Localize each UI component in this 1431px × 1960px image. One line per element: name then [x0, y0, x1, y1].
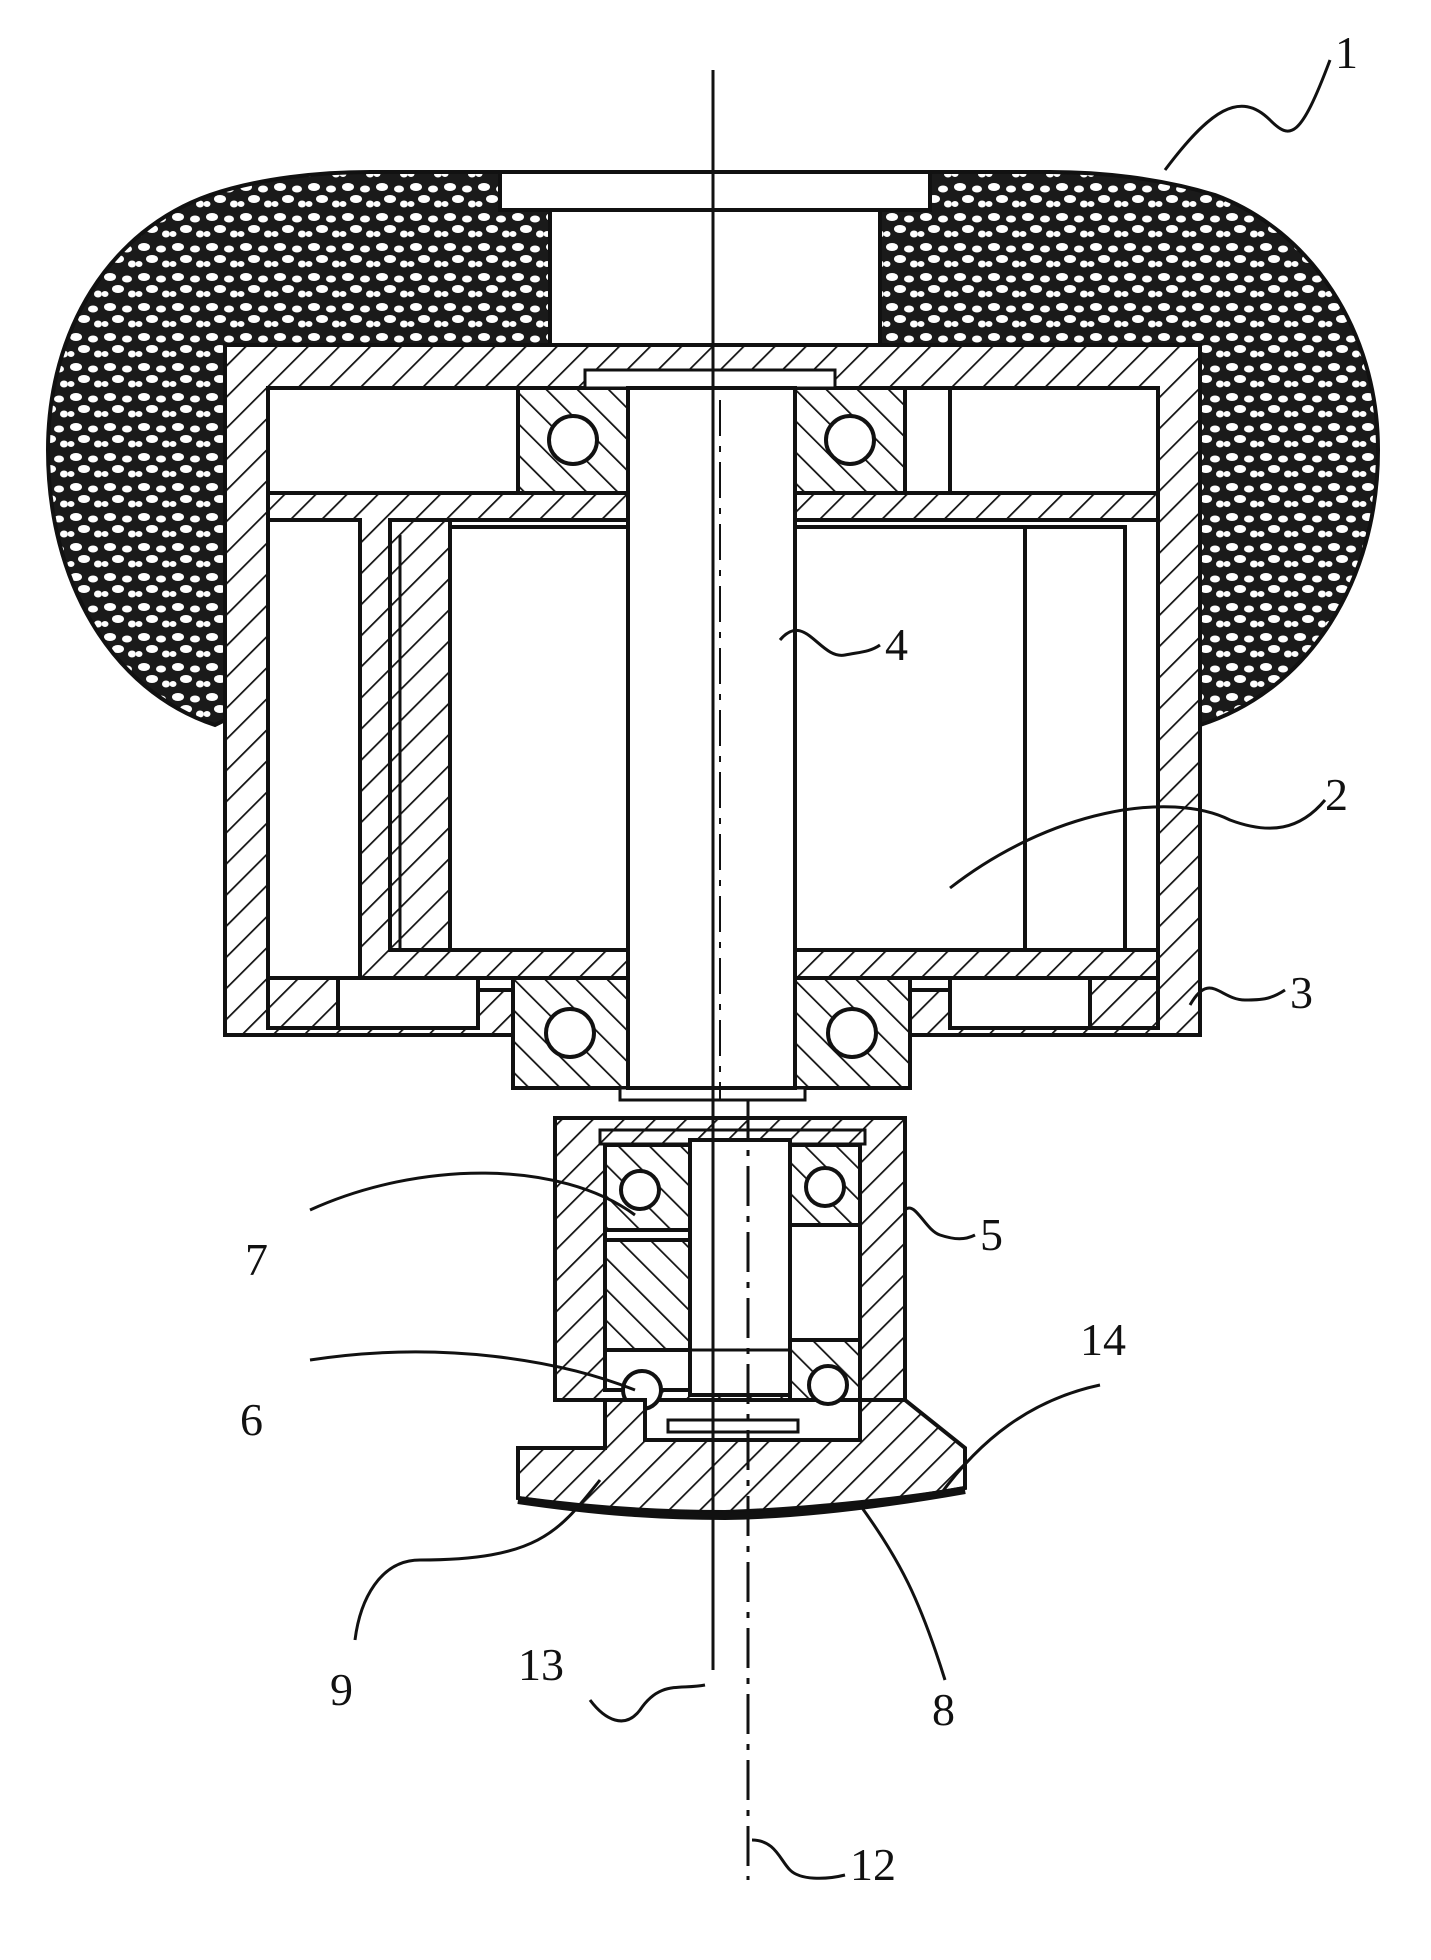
label-9: 9: [330, 1664, 353, 1715]
label-2: 2: [1325, 769, 1348, 820]
top-cap: [500, 172, 930, 345]
label-3: 3: [1290, 967, 1313, 1018]
label-4: 4: [885, 619, 908, 670]
label-7: 7: [245, 1234, 268, 1285]
label-14: 14: [1080, 1314, 1126, 1365]
label-13: 13: [518, 1639, 564, 1690]
label-5: 5: [980, 1209, 1003, 1260]
label-12: 12: [850, 1839, 896, 1890]
label-6: 6: [240, 1394, 263, 1445]
eccentric-housing: [555, 1118, 905, 1432]
label-8: 8: [932, 1684, 955, 1735]
label-1: 1: [1335, 27, 1358, 78]
